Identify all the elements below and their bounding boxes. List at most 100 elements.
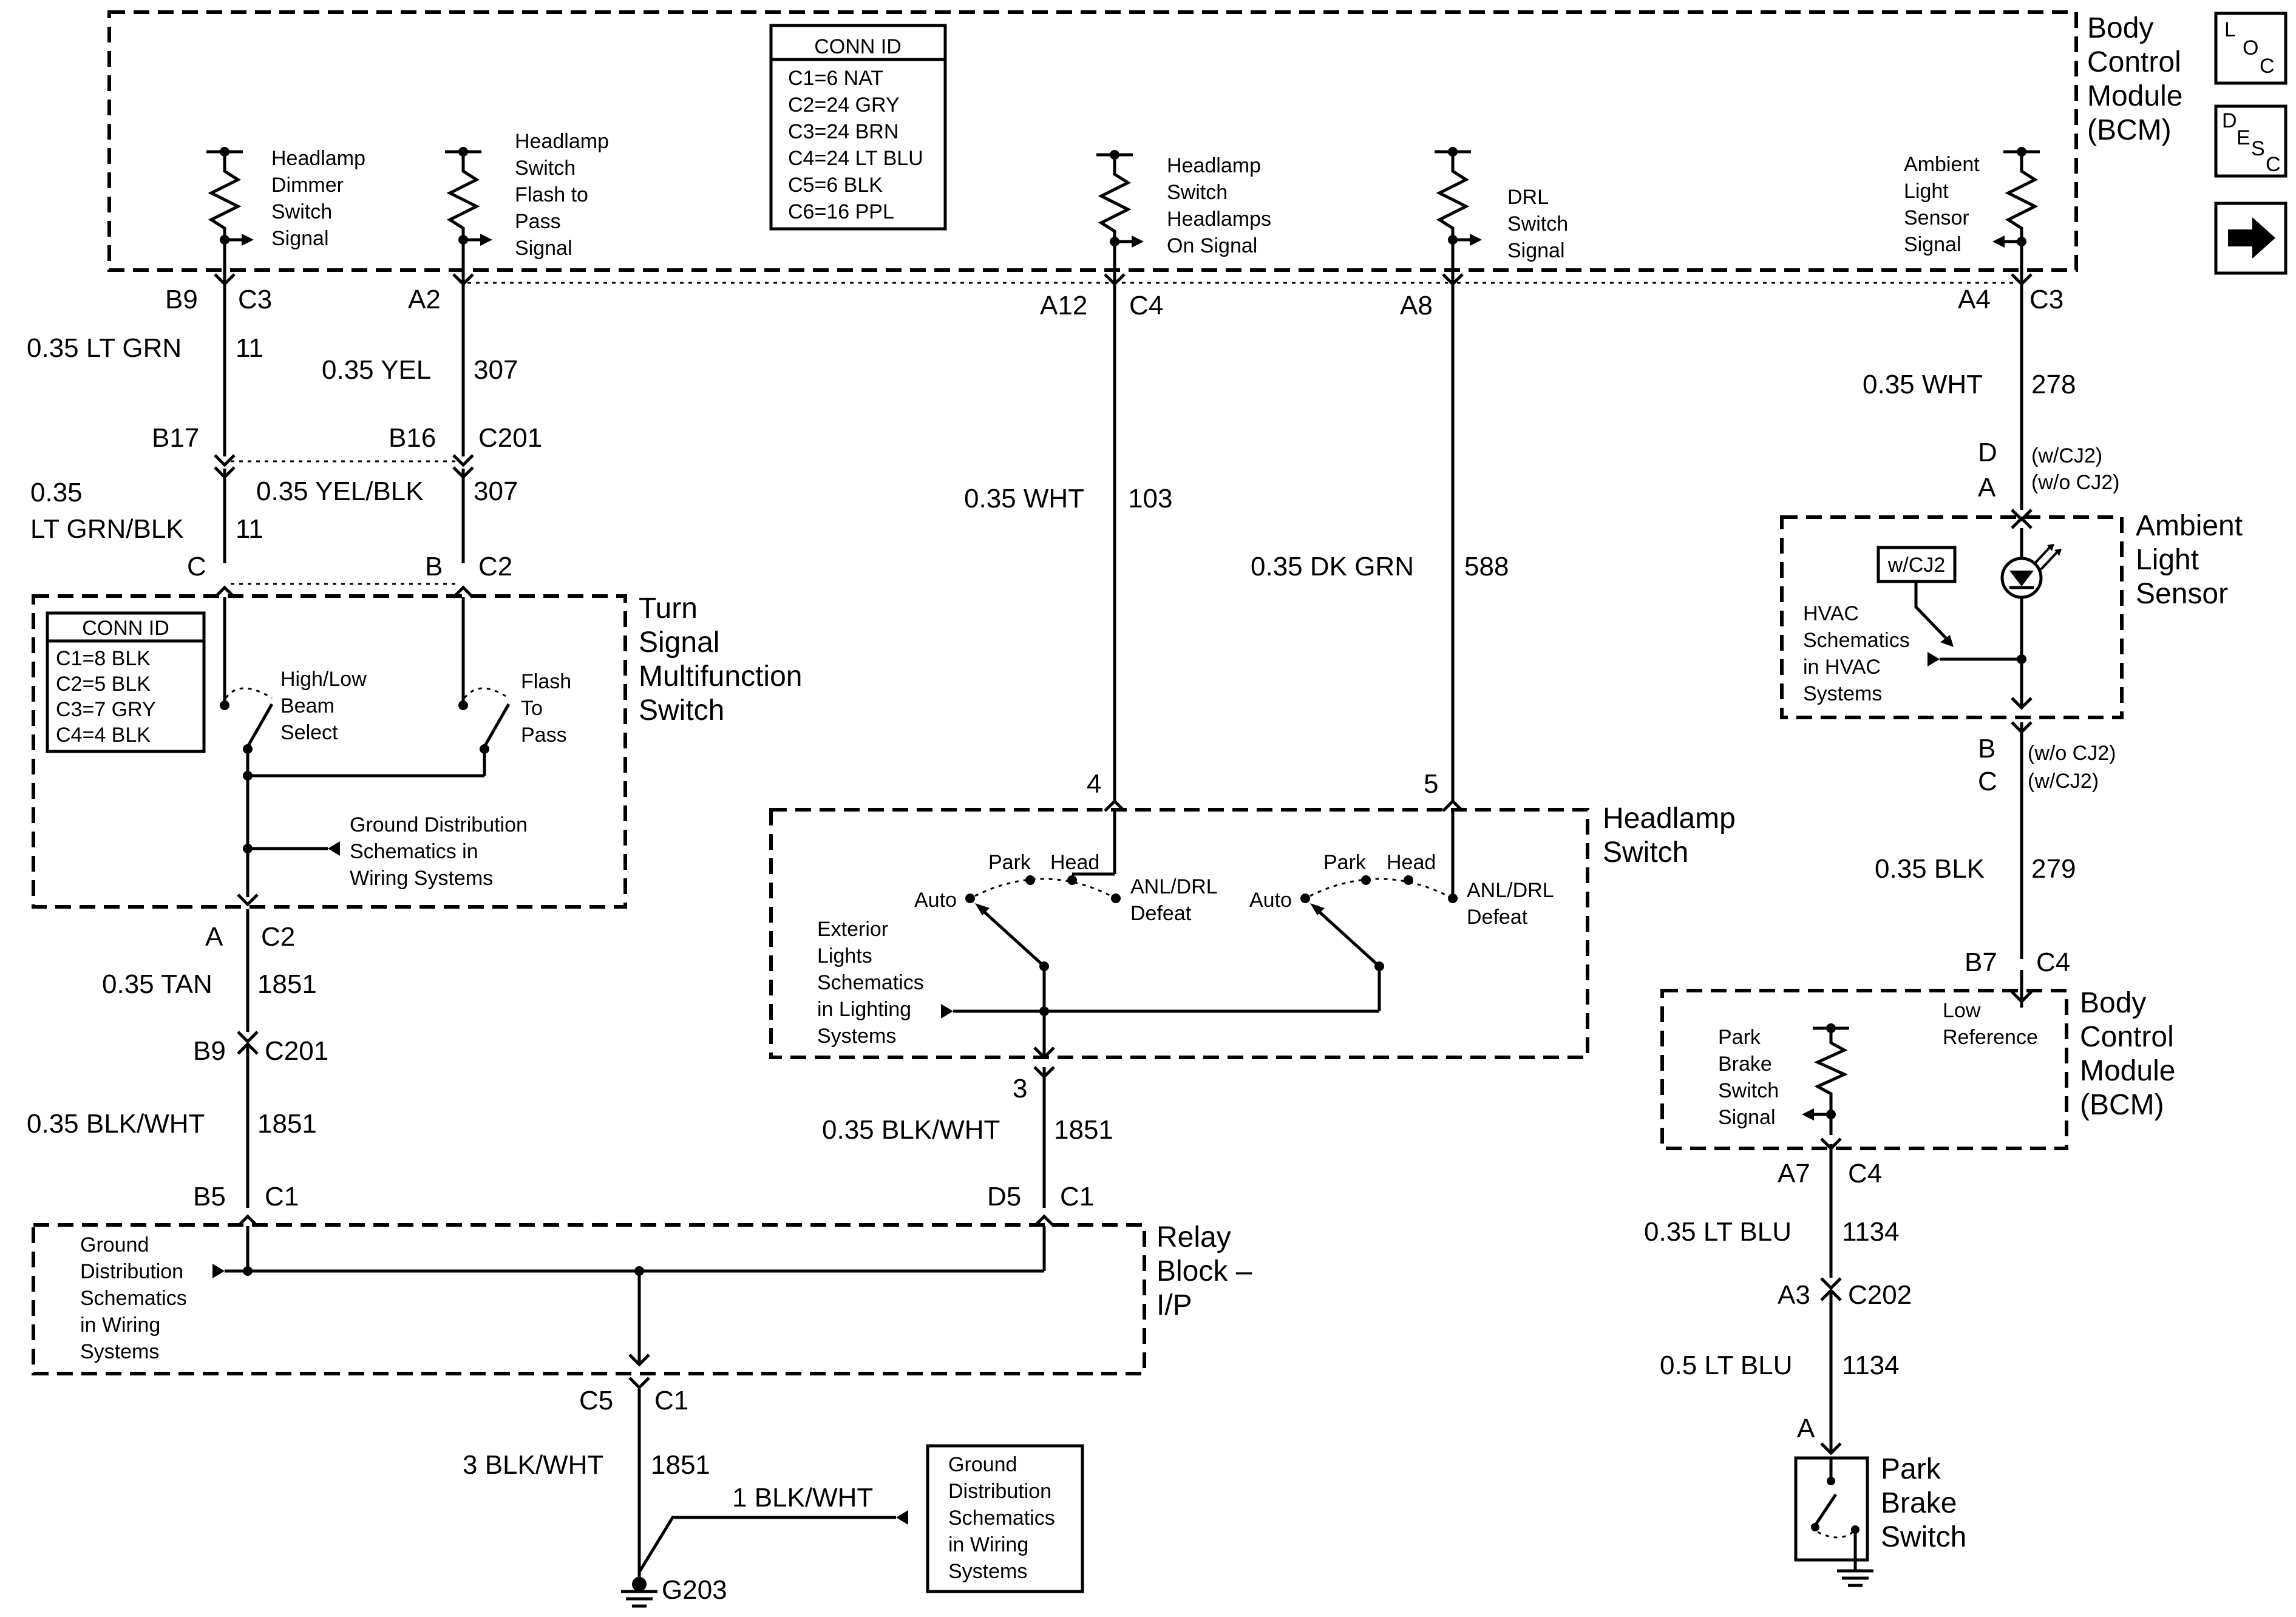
flash-label: Pass — [521, 724, 567, 747]
relay-ground-ref: Ground — [80, 1233, 149, 1256]
svg-text:O: O — [2243, 36, 2258, 59]
ambient-title-3: Sensor — [2136, 578, 2228, 610]
pin-label: C201 — [478, 423, 542, 453]
pin-label: B — [425, 552, 443, 581]
pin-label: C — [187, 552, 206, 581]
pin-label: B16 — [389, 423, 436, 453]
signal-label: On Signal — [1167, 234, 1257, 257]
ground-g203-icon — [621, 1577, 657, 1608]
bcm-top-title-2: Control — [2087, 46, 2181, 78]
tsms-conn-row: C2=5 BLK — [56, 673, 151, 696]
hvac-ref: Systems — [1803, 682, 1882, 705]
bcm-top-module: Body Control Module (BCM) CONN ID C1=6 N… — [107, 10, 2182, 272]
wire-circuit: 1851 — [651, 1450, 710, 1480]
wire-gauge: 0.35 BLK/WHT — [27, 1109, 205, 1139]
ext-ref: Exterior — [817, 918, 888, 941]
relay-block-title-2: Block – — [1156, 1255, 1252, 1287]
park-brake-title-3: Switch — [1881, 1521, 1966, 1553]
anl-label: Defeat — [1467, 906, 1528, 929]
anl-label: ANL/DRL — [1130, 875, 1218, 898]
pin-label: A7 — [1778, 1159, 1810, 1188]
bcm-conn-row: C4=24 LT BLU — [788, 147, 923, 170]
resistor-headlamps-on — [1096, 150, 1144, 249]
signal-label: Headlamp — [271, 147, 365, 170]
ground-ref: Distribution — [948, 1480, 1051, 1503]
tsms-title-2: Signal — [639, 626, 719, 659]
pin-label: A — [1978, 473, 1996, 503]
pin-label: C2 — [478, 552, 512, 581]
park-brake-signal: Brake — [1718, 1053, 1772, 1076]
turn-signal-multifunction-switch: Turn Signal Multifunction Switch CONN ID… — [32, 585, 802, 909]
wire-circuit: 11 — [236, 514, 263, 544]
bcm-bottom-title-3: Module — [2080, 1055, 2175, 1087]
bcm-conn-row: C1=6 NAT — [788, 67, 883, 90]
wire-gauge: 0.35 WHT — [1863, 370, 1983, 399]
pin-label: C1 — [654, 1386, 688, 1415]
ambient-title-2: Light — [2136, 544, 2199, 576]
tsms-ground-ref: Schematics in — [350, 840, 478, 863]
desc-icon[interactable]: D E S C — [2214, 104, 2288, 178]
wire-circuit: 11 — [236, 333, 263, 363]
tsms-title-3: Multifunction — [639, 660, 802, 693]
cj2-option-box: w/CJ2 — [1887, 554, 1945, 577]
tsms-conn-row: C3=7 GRY — [56, 698, 156, 721]
relay-ground-ref: Distribution — [80, 1260, 183, 1283]
svg-text:C: C — [2260, 55, 2275, 78]
wire-gauge: 0.35 BLK — [1875, 854, 1985, 884]
right-arrow-icon[interactable] — [2214, 202, 2288, 275]
pin-label: A — [1797, 1414, 1815, 1443]
pin-label: C4 — [1129, 291, 1163, 320]
option-label: (w/CJ2) — [2028, 770, 2099, 793]
bcm-top-boundary — [107, 10, 2078, 272]
pin-label: A — [205, 922, 223, 952]
relay-ground-ref: Systems — [80, 1340, 159, 1363]
wire-circuit: 1851 — [1054, 1115, 1113, 1145]
signal-label: Headlamp — [1167, 154, 1261, 177]
connector-mark — [2011, 721, 2033, 734]
pin-label: B5 — [193, 1182, 226, 1212]
wire-circuit: 1134 — [1842, 1217, 1900, 1247]
svg-text:C: C — [2266, 153, 2281, 176]
pin-label: A2 — [408, 285, 441, 314]
svg-text:D: D — [2222, 109, 2237, 132]
park-brake-signal: Park — [1718, 1026, 1761, 1049]
wire-circuit: 307 — [474, 355, 518, 385]
pin-label: B — [1978, 734, 1995, 764]
park-brake-signal: Switch — [1718, 1079, 1779, 1102]
relay-block-ip: Relay Block – I/P Ground Distribution Sc… — [32, 1214, 1252, 1375]
resistor-dimmer — [206, 147, 254, 249]
high-low-label: Beam — [280, 694, 335, 717]
signal-label: Ambient — [1904, 153, 1980, 176]
park-brake-title-2: Brake — [1881, 1487, 1957, 1519]
wire-circuit: 1134 — [1842, 1351, 1900, 1380]
tsms-conn-row: C4=4 BLK — [56, 724, 151, 747]
wire-gauge: 0.35 DK GRN — [1251, 552, 1414, 581]
head-label: Head — [1050, 851, 1099, 874]
wires — [223, 249, 2023, 1584]
wire-circuit: 1851 — [257, 1109, 317, 1139]
high-low-label: High/Low — [280, 668, 367, 691]
loc-icon[interactable]: L O C — [2214, 12, 2288, 85]
bcm-bottom-title-2: Control — [2080, 1021, 2174, 1053]
low-ref: Reference — [1943, 1026, 2038, 1049]
pin-label: C1 — [1060, 1182, 1094, 1212]
signal-label: Signal — [1904, 233, 1961, 256]
relay-ground-ref: in Wiring — [80, 1314, 160, 1337]
park-label: Park — [988, 851, 1031, 874]
ext-ref: Systems — [817, 1025, 896, 1048]
pin-label: C201 — [265, 1036, 328, 1066]
anl-label: Defeat — [1130, 902, 1192, 925]
svg-text:S: S — [2251, 137, 2265, 160]
wire-gauge: 1 BLK/WHT — [732, 1483, 873, 1513]
wire-circuit: 103 — [1128, 484, 1172, 514]
signal-label: Light — [1904, 180, 1949, 203]
high-low-label: Select — [280, 721, 338, 744]
signal-label: Switch — [1167, 181, 1228, 204]
headlamp-switch: Headlamp Switch 4 5 Park Head Auto ANL/D… — [769, 769, 1736, 1060]
bcm-conn-row: C5=6 BLK — [788, 174, 883, 197]
wire-gauge: 0.35 YEL/BLK — [256, 476, 424, 506]
bcm-top-title-3: Module — [2087, 80, 2182, 112]
pin-label: B17 — [152, 423, 199, 453]
ground-label: G203 — [662, 1575, 727, 1605]
pin-label: D5 — [987, 1182, 1021, 1212]
